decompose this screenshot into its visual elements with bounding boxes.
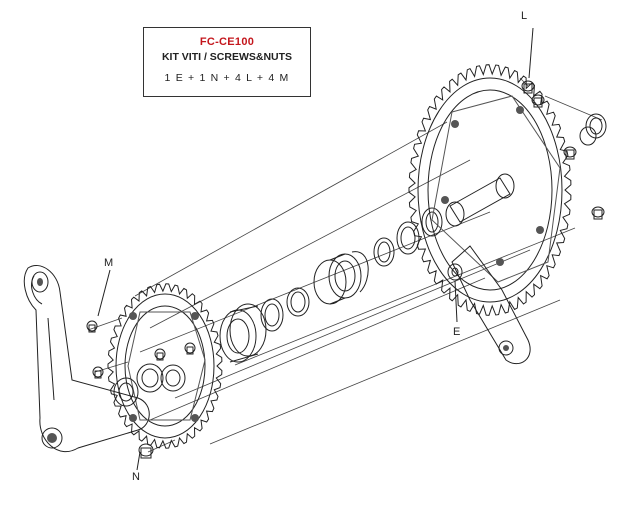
part-l-bolts	[522, 28, 606, 219]
small-ring-washers	[114, 364, 185, 406]
kit-contents: 1 E + 1 N + 4 L + 4 M	[164, 72, 290, 84]
large-ring-teeth-outline	[409, 65, 571, 316]
part-e-washer	[448, 264, 462, 322]
bottom-bracket-parts	[220, 208, 442, 362]
small-ring-teeth-outline	[108, 284, 222, 448]
kit-code: FC-CE100	[199, 36, 255, 48]
large-chainring-teeth	[409, 65, 571, 316]
small-chainring	[108, 284, 222, 448]
small-chainring-teeth	[108, 284, 222, 448]
part-n-bolt	[137, 444, 153, 470]
part-m-bolts	[87, 270, 195, 378]
large-chainring	[409, 65, 571, 316]
label-m: M	[104, 257, 114, 269]
left-crank-arm	[24, 265, 149, 451]
crank-spindle	[446, 174, 514, 226]
kit-info-box: FC-CE100 KIT VITI / SCREWS&NUTS 1 E + 1 …	[143, 27, 311, 97]
label-e: E	[453, 326, 461, 338]
explosion-guide-lines	[88, 78, 602, 452]
label-n: N	[132, 471, 140, 483]
kit-title: KIT VITI / SCREWS&NUTS	[161, 51, 293, 63]
right-crank-arm	[452, 246, 530, 364]
label-l: L	[521, 10, 528, 22]
